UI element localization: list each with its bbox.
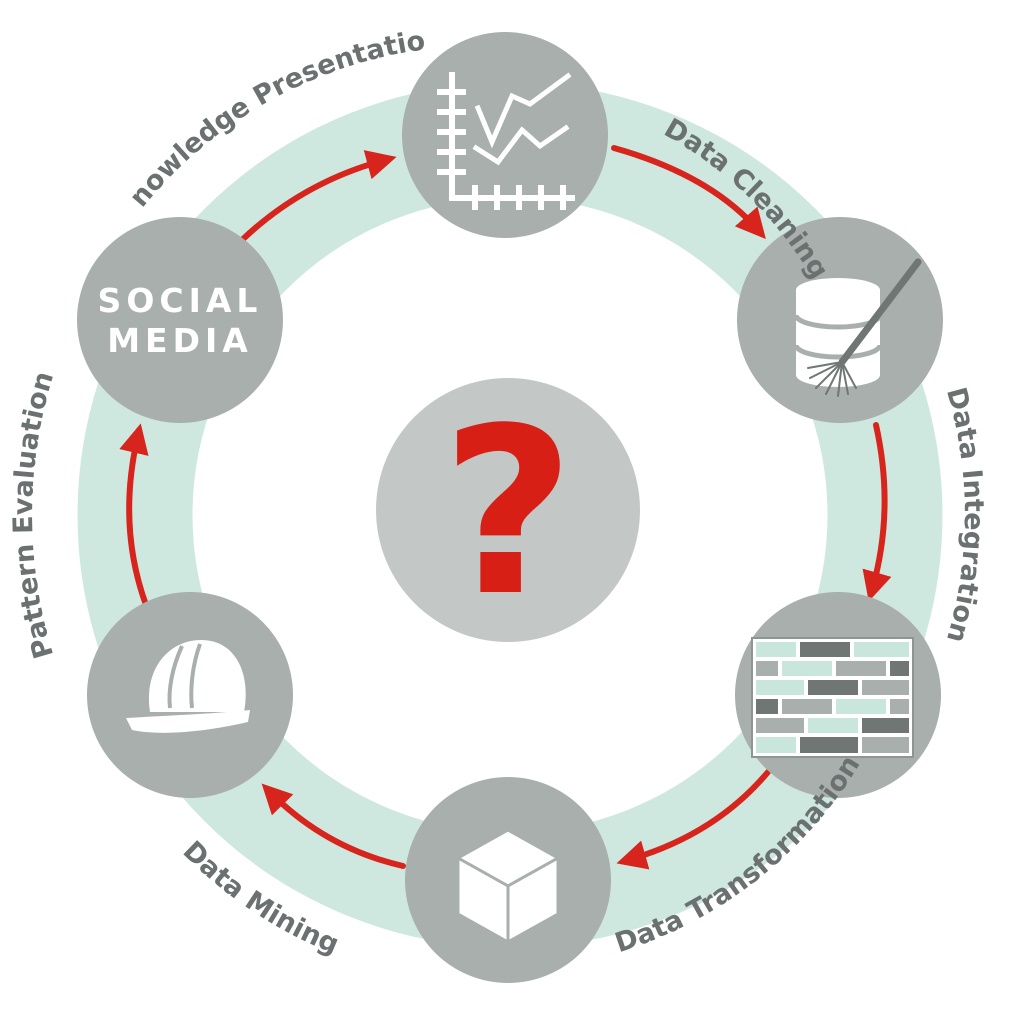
line-chart-icon xyxy=(437,72,575,210)
node-social xyxy=(77,217,283,423)
cube-icon xyxy=(456,828,560,944)
question-mark: ? xyxy=(441,380,574,647)
social-media-line-2: MEDIA xyxy=(107,321,253,360)
arrow-cleaning-to-integration xyxy=(862,422,892,602)
step-label-pattern-evaluation: Pattern Evaluation xyxy=(8,368,60,662)
social-media-label: SOCIAL MEDIA xyxy=(98,281,263,360)
arrow-mining-to-social xyxy=(119,423,149,608)
database-broom-icon xyxy=(793,258,922,397)
hard-hat-icon xyxy=(126,639,250,733)
node-chart xyxy=(402,32,608,238)
center-circle xyxy=(376,378,640,642)
brick-wall-icon xyxy=(751,637,914,758)
social-media-line-1: SOCIAL xyxy=(98,281,263,320)
cycle-arrows xyxy=(119,145,892,870)
arrow-integration-to-transformation xyxy=(616,769,771,870)
arrow-social-to-chart xyxy=(239,150,397,243)
step-label-data-integration: Data Integration xyxy=(940,384,989,646)
arrow-chart-to-cleaning xyxy=(611,145,766,240)
arrow-transformation-to-mining xyxy=(261,783,406,869)
